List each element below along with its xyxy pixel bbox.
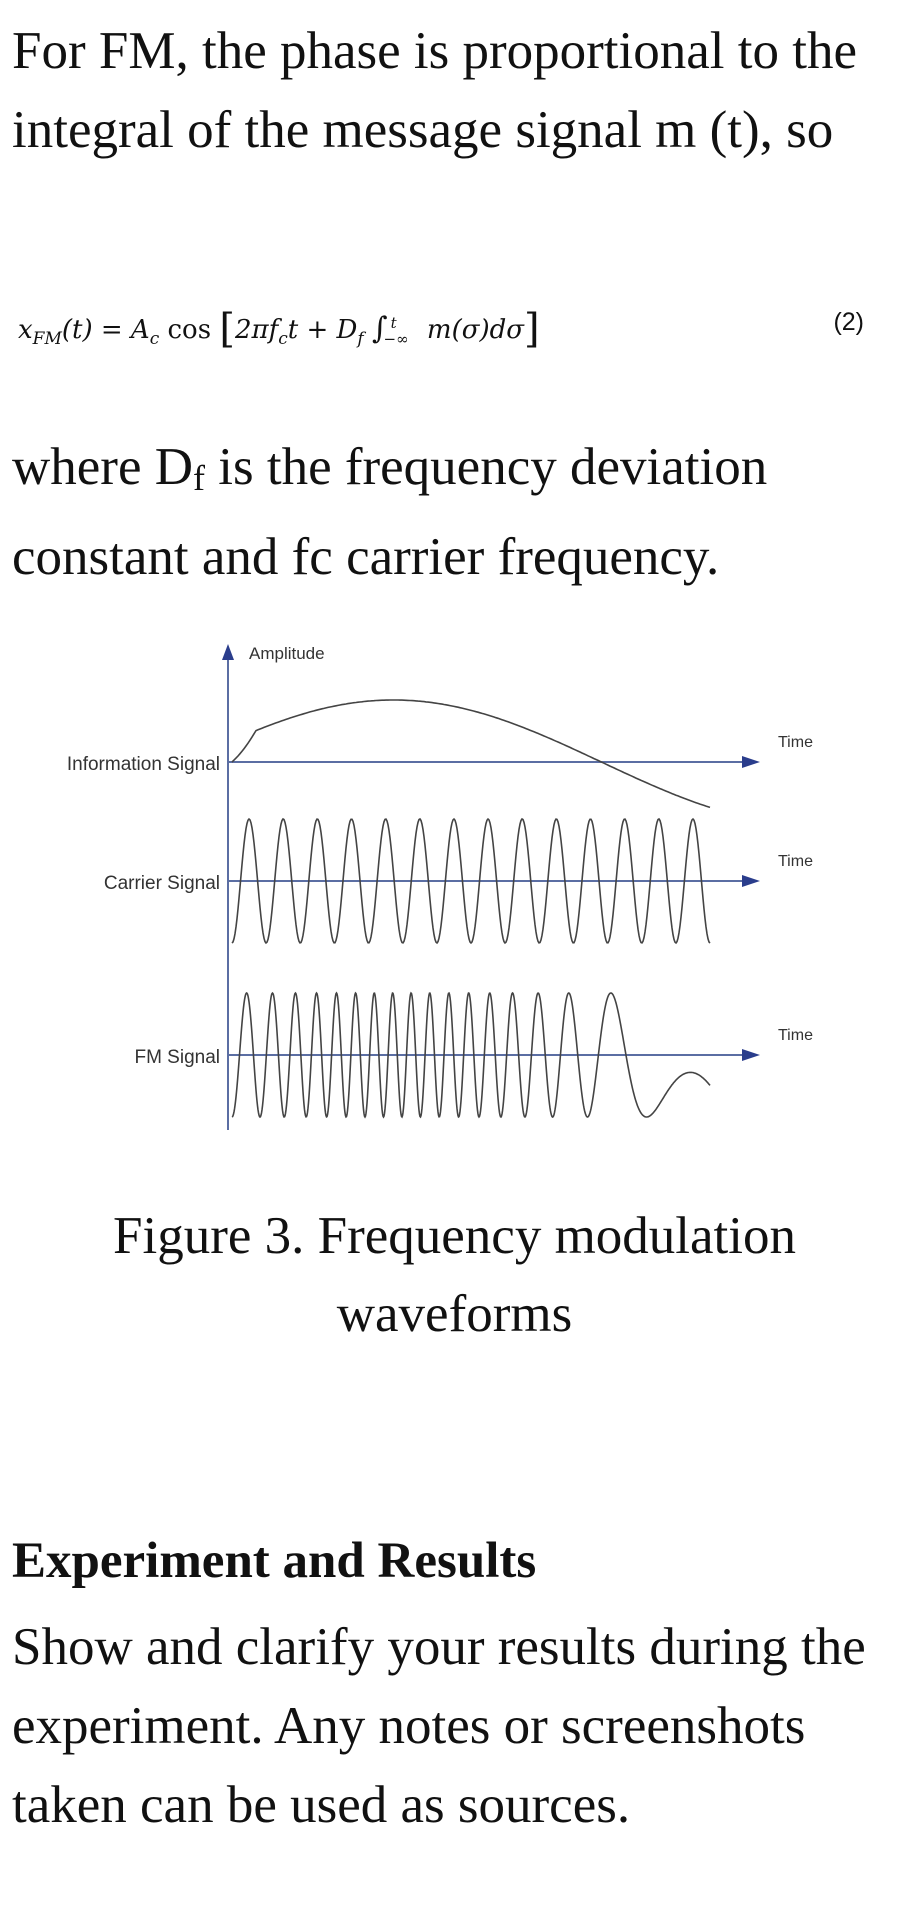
fm-equation: xFM(t) = Ac cos [2πfct + Df ∫−∞t m(σ)dσ]…	[18, 298, 878, 354]
fm-signal-wave	[231, 991, 711, 1119]
fm-time-label: Time	[778, 1027, 813, 1044]
amplitude-axis-arrow	[222, 644, 234, 660]
section-heading: Experiment and Results	[12, 1533, 537, 1589]
information-signal-label: Information Signal	[67, 754, 220, 775]
section-body: Show and clarify your results during the…	[12, 1618, 866, 1834]
information-time-label: Time	[778, 734, 813, 751]
fm-signal-label: FM Signal	[134, 1047, 220, 1068]
amplitude-label: Amplitude	[249, 644, 325, 663]
fm-waveforms-figure: Amplitude Time Information Signal Time C…	[67, 644, 813, 1130]
fm-time-arrow	[742, 1049, 760, 1061]
carrier-time-label: Time	[778, 853, 813, 870]
definition-subscript: f	[193, 458, 205, 498]
equation-formula: xFM(t) = Ac cos [2πfct + Df ∫−∞t m(σ)dσ]	[18, 306, 540, 352]
definition-text-before: where D	[12, 438, 193, 496]
equation-number: (2)	[833, 308, 864, 336]
carrier-time-arrow	[742, 875, 760, 887]
definition-text-after: is the frequency deviation constant and …	[12, 438, 768, 586]
intro-paragraph: For FM, the phase is proportional to the…	[12, 22, 857, 159]
carrier-signal-wave	[231, 817, 711, 945]
figure-caption: Figure 3. Frequency modulation waveforms	[113, 1207, 796, 1343]
definition-paragraph: where Df is the frequency deviation cons…	[12, 428, 869, 597]
information-signal-wave	[231, 699, 711, 809]
carrier-signal-label: Carrier Signal	[104, 873, 220, 894]
information-time-arrow	[742, 756, 760, 768]
